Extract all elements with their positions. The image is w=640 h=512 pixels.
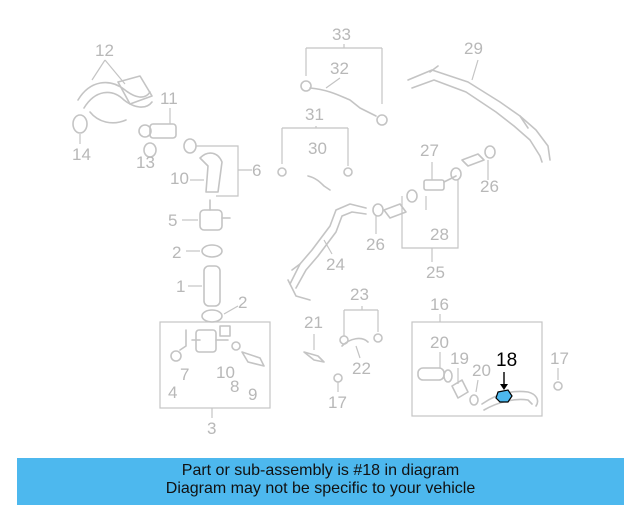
- callout-15: 14: [72, 145, 91, 164]
- callout-6: 9: [248, 385, 257, 404]
- callout-18-arrowhead: [500, 384, 508, 390]
- callout-11: 6: [252, 161, 261, 180]
- part-20-clamp-lower: [469, 394, 479, 406]
- part-19-fitting: [451, 379, 469, 399]
- info-banner: Part or sub-assembly is #18 in diagram D…: [17, 458, 624, 505]
- callout-14: 13: [136, 153, 155, 172]
- part-29-pipe: [407, 65, 551, 163]
- bracket-33: [305, 44, 383, 104]
- part-14-clamp: [143, 142, 157, 158]
- callout-5: 7: [180, 365, 189, 384]
- callout-9: 5: [168, 211, 177, 230]
- box-3: [159, 321, 271, 409]
- callout-23: 23: [350, 285, 369, 304]
- bracket-28: [401, 180, 459, 249]
- callout-8: 10: [216, 363, 235, 382]
- part-27-fitting: [423, 175, 457, 191]
- part-18-highlight: [495, 389, 513, 403]
- callout-21: 21: [304, 313, 323, 332]
- callout-13: 12: [95, 41, 114, 60]
- callout-26-mid: 26: [366, 235, 385, 254]
- callout-25: 25: [426, 263, 445, 282]
- callout-30: 30: [308, 139, 327, 158]
- bracket-11: [196, 145, 252, 197]
- callout-2-upper: 2: [172, 243, 181, 262]
- part-22-hose: [339, 333, 383, 347]
- part-13-hose: [77, 75, 153, 124]
- callout-17-right: 17: [550, 349, 569, 368]
- part-24-pipe: [287, 203, 367, 301]
- callout-16: 16: [430, 295, 449, 314]
- callout-33: 33: [332, 25, 351, 44]
- callout-26-top: 26: [480, 177, 499, 196]
- callout-18-highlighted: 18: [496, 350, 517, 371]
- part-17-clamp-right: [553, 381, 563, 391]
- banner-line-1: Part or sub-assembly is #18 in diagram: [181, 462, 460, 479]
- part-10-hose: [183, 138, 223, 193]
- part-2-clamp-lower: [201, 309, 223, 323]
- callout-31: 31: [305, 105, 324, 124]
- part-21-fitting: [303, 351, 325, 363]
- part-26-clamp-top: [450, 145, 496, 181]
- part-26-clamp-mid: [372, 189, 418, 219]
- callout-22: 22: [352, 359, 371, 378]
- callout-4: 4: [168, 383, 177, 402]
- box-16: [411, 321, 543, 417]
- part-30-hose: [277, 167, 353, 191]
- callout-28: 28: [430, 225, 449, 244]
- part-17-clamp-left: [333, 373, 343, 383]
- part-15-clamp: [72, 114, 88, 134]
- part-20-clamp: [417, 367, 453, 383]
- part-1-pipe: [203, 265, 221, 307]
- callout-3: 3: [207, 419, 216, 438]
- part-2-clamp-upper: [201, 244, 223, 258]
- callout-32: 32: [330, 59, 349, 78]
- bracket-23: [343, 306, 379, 336]
- part-3-assembly: [170, 325, 265, 367]
- callout-1: 1: [176, 277, 185, 296]
- callout-7: 8: [230, 377, 239, 396]
- part-9-tee: [199, 199, 231, 231]
- callout-24: 24: [326, 255, 345, 274]
- part-32-hose: [300, 80, 388, 126]
- part-12-fitting: [138, 123, 177, 139]
- bracket-31: [281, 126, 349, 166]
- parts-diagram: 12 14 11 13 6 10 5 2 1 2: [72, 25, 569, 438]
- callout-12: 11: [160, 89, 178, 108]
- callout-10: 10: [170, 169, 189, 188]
- callout-29: 29: [464, 39, 483, 58]
- callout-2-lower: 2: [238, 293, 247, 312]
- callout-20-upper: 20: [430, 333, 449, 352]
- callout-19: 19: [450, 349, 469, 368]
- callout-27: 27: [420, 141, 439, 160]
- callout-20-lower: 20: [472, 361, 491, 380]
- callout-17-left: 17: [328, 393, 347, 412]
- banner-line-2: Diagram may not be specific to your vehi…: [165, 480, 476, 497]
